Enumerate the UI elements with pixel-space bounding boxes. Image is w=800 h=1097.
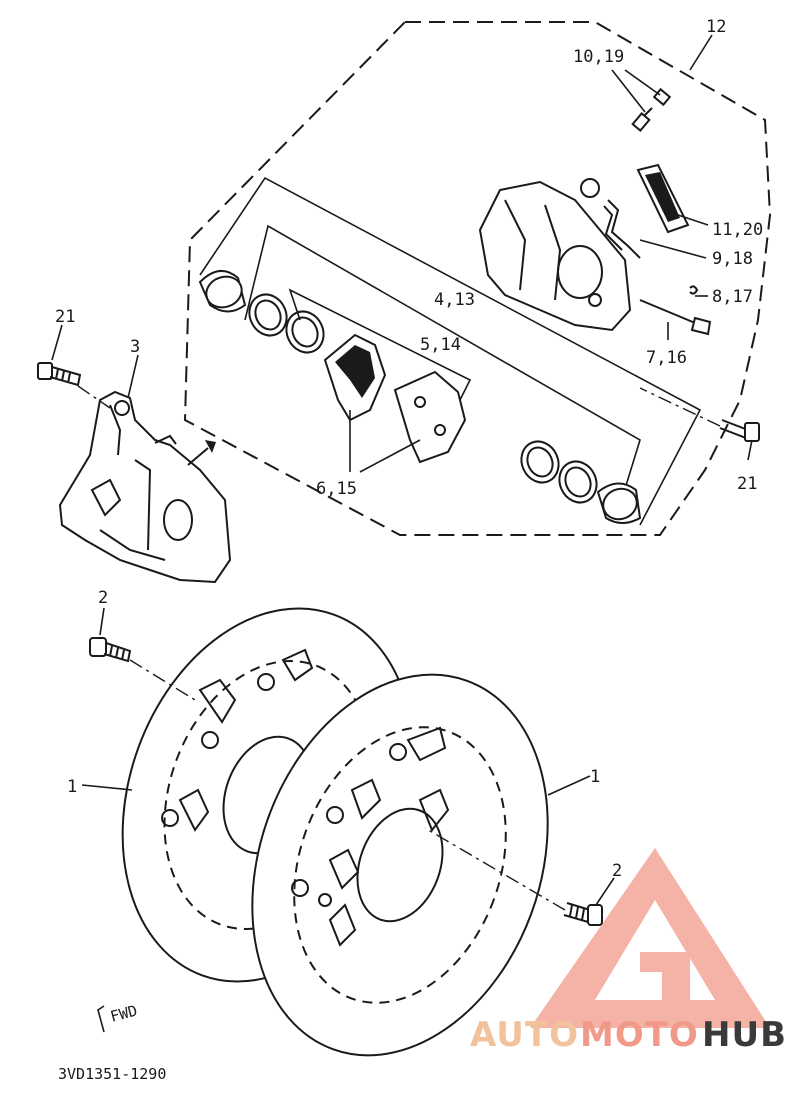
callout-8-17: 8,17: [712, 287, 753, 307]
seal-left-2: [285, 310, 325, 354]
bolt-axis-right: [639, 387, 721, 427]
callout-3: 3: [130, 337, 140, 357]
leader-21-right: [747, 439, 753, 461]
piston-right: [596, 482, 642, 524]
leader-3: [127, 354, 139, 399]
callout-9-18: 9,18: [712, 249, 753, 269]
callout-21-left: 21: [55, 307, 75, 327]
watermark-logo: [530, 848, 770, 1028]
disc-bolt-top: [89, 637, 132, 663]
callout-21-right: 21: [737, 474, 757, 494]
callout-11-20: 11,20: [712, 220, 763, 240]
callout-7-16: 7,16: [646, 348, 687, 368]
caliper-kit-outline: [183, 21, 772, 536]
seal-left-1: [248, 293, 288, 337]
pad-clip: [603, 199, 641, 259]
callout-2-top: 2: [98, 588, 108, 608]
pad-frame: [288, 288, 472, 411]
leader-1-right: [547, 775, 591, 796]
leader-9-18: [639, 239, 707, 259]
callout-1-right: 1: [590, 767, 600, 787]
brake-disc-front: [251, 673, 549, 1057]
watermark-part-c: HUB: [702, 1015, 787, 1055]
leader-21-left: [51, 324, 63, 361]
piston-left: [198, 270, 247, 313]
bleed-screw: [631, 87, 672, 132]
callout-12: 12: [706, 17, 726, 37]
callout-2-bottom: 2: [612, 861, 622, 881]
disc-bolt-axis-top: [129, 659, 196, 701]
seal-right-1: [520, 440, 560, 484]
leader-10-19: [611, 69, 661, 113]
leader-1-left: [81, 784, 133, 791]
callout-5-14: 5,14: [420, 335, 461, 355]
assembly-arrow: [187, 440, 216, 466]
leader-2-bottom: [595, 877, 615, 906]
watermark-part-a: AUTO: [470, 1015, 579, 1055]
callout-6-15: 6,15: [316, 479, 357, 499]
disc-bolt-axis-bottom: [424, 827, 566, 911]
leader-12: [689, 34, 713, 71]
seal-right-2: [558, 460, 598, 504]
leader-6-15: [349, 410, 421, 473]
pad-pin: [639, 285, 712, 336]
callout-4-13: 4,13: [434, 290, 475, 310]
leader-11-20: [677, 214, 709, 226]
piston-frame-inner: [244, 224, 641, 506]
callout-1-left: 1: [67, 777, 77, 797]
callout-10-19: 10,19: [573, 47, 624, 67]
piston-frame-outer: [199, 176, 702, 526]
disc-bolt-bottom: [563, 902, 603, 926]
caliper-assembly: [58, 390, 232, 584]
pad-spring: [636, 163, 690, 234]
watermark-wordmark: AUTO MOTO HUB: [470, 1015, 787, 1055]
leader-2-top: [99, 607, 105, 636]
forward-mark-label: FWD: [108, 1001, 139, 1025]
caliper-bolt-right: [719, 419, 760, 442]
forward-mark: FWD: [97, 1001, 139, 1033]
caliper-bolt-left: [37, 362, 82, 387]
bolt-axis-left: [77, 385, 111, 409]
diagram-code: 3VD1351-1290: [58, 1065, 166, 1083]
caliper-body-kit: [478, 178, 632, 332]
brake-pad-1: [323, 333, 387, 422]
watermark-part-b: MOTO: [580, 1015, 699, 1055]
